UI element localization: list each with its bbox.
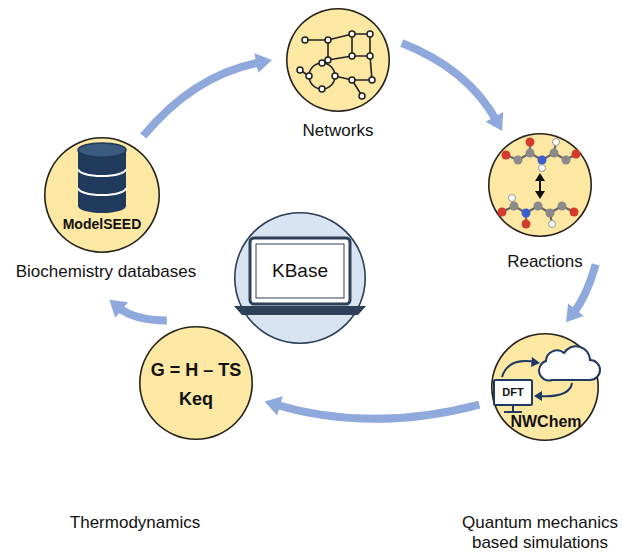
monitor-text: DFT bbox=[496, 386, 530, 399]
cycle-arrow bbox=[143, 53, 272, 136]
text-holder: Quantum mechanics based simulations bbox=[460, 513, 620, 554]
node-label: Networks bbox=[268, 121, 408, 141]
node-label: Biochemistry databases bbox=[1, 262, 211, 282]
software-name: NWChem bbox=[501, 412, 591, 431]
text-holder: Thermodynamics bbox=[35, 513, 235, 533]
cycle-arrow bbox=[402, 43, 503, 131]
cycle-arrow bbox=[566, 264, 596, 322]
laptop-icon bbox=[234, 238, 366, 315]
text-holder: Reactions bbox=[485, 252, 605, 272]
database-icon bbox=[78, 143, 126, 213]
text-holder: DFT bbox=[496, 386, 530, 399]
platform-name: KBase bbox=[258, 260, 342, 283]
cycle-arrow bbox=[109, 300, 167, 321]
text-holder: G = H – TS bbox=[140, 360, 252, 382]
equation: Keq bbox=[156, 389, 236, 411]
text-holder: NWChem bbox=[501, 412, 591, 431]
node-label: Thermodynamics bbox=[35, 513, 235, 533]
database-name: ModelSEED bbox=[52, 216, 152, 233]
node-label: Quantum mechanics based simulations bbox=[460, 513, 620, 554]
text-holder: Networks bbox=[268, 121, 408, 141]
text-holder: KBase bbox=[258, 260, 342, 283]
circle-node: Networks bbox=[286, 8, 390, 112]
text-holder: Keq bbox=[156, 389, 236, 411]
equation: G = H – TS bbox=[140, 360, 252, 382]
circle-node: G = H – TSKeqThermodynamics bbox=[139, 326, 253, 440]
text-holder: ModelSEED bbox=[52, 216, 152, 233]
node-label: Reactions bbox=[485, 252, 605, 272]
cycle-arrow bbox=[265, 396, 480, 419]
text-holder: Biochemistry databases bbox=[1, 262, 211, 282]
